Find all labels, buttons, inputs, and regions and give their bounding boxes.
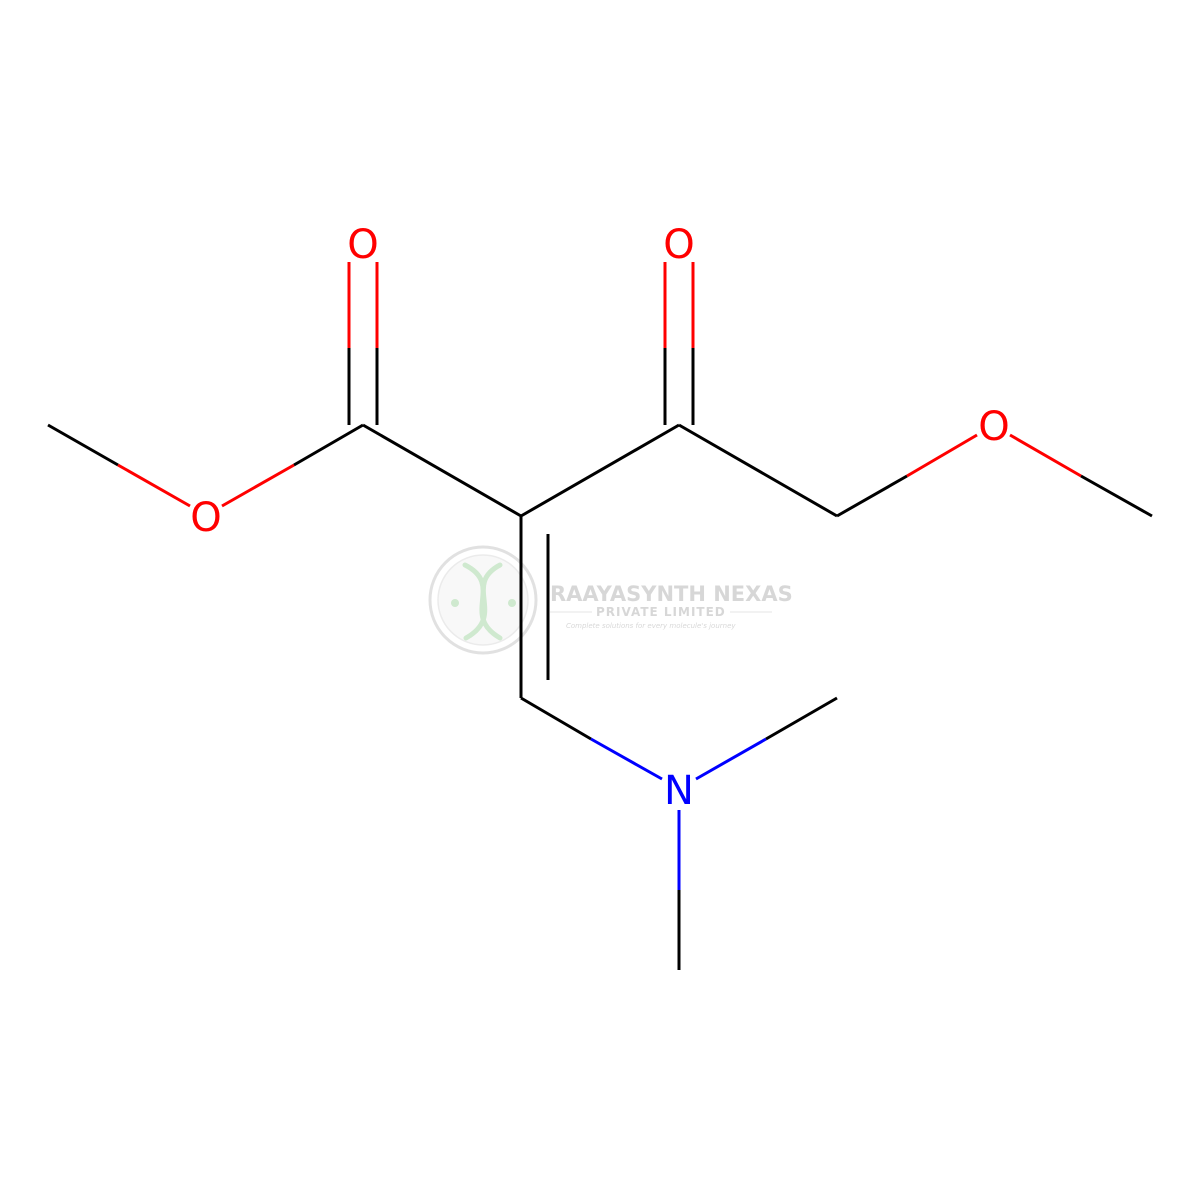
bond-central-ketone-carbon: [520, 423, 680, 518]
bond-nitrogen-methyl-upper: [695, 737, 767, 781]
bond-alkene-nitrogen: [520, 696, 592, 741]
atom-labels: O O O O N: [190, 222, 1009, 814]
bond-alkene-nitrogen: [590, 737, 663, 781]
watermark-logo-helix-icon: [462, 562, 503, 641]
atom-label-ester-carbonyl-oxygen: O: [347, 222, 378, 268]
bond-methylene-methoxy-oxygen: [906, 433, 978, 478]
watermark-logo-dot-icon: [508, 599, 516, 607]
watermark-tagline: Complete solutions for every molecule's …: [566, 622, 736, 630]
watermark-subtitle: PRIVATE LIMITED: [596, 605, 726, 619]
atom-label-ester-ether-oxygen: O: [190, 495, 221, 541]
bond-ester-oxygen-carbon: [221, 463, 295, 508]
bond-methylene-methoxy-oxygen: [836, 474, 908, 518]
bond-methyl-ester-oxygen: [117, 463, 191, 508]
bond-ketone-methylene: [678, 423, 838, 518]
bond-ester-oxygen-carbon: [293, 423, 364, 467]
bond-ester-carbon-central: [362, 423, 522, 518]
watermark-logo-dot-icon: [451, 599, 459, 607]
atom-label-methoxy-oxygen: O: [978, 404, 1009, 450]
bond-methoxy-oxygen-methyl: [1080, 474, 1153, 518]
bond-nitrogen-methyl-upper: [765, 696, 838, 741]
bond-methoxy-oxygen-methyl: [1009, 433, 1082, 478]
atom-label-amine-nitrogen: N: [664, 768, 694, 814]
bond-methyl-ester-oxygen: [47, 423, 119, 467]
watermark-logo-ring: [428, 545, 538, 655]
watermark-company: RAAYASYNTH NEXAS: [550, 582, 793, 606]
watermark: RAAYASYNTH NEXAS PRIVATE LIMITED Complet…: [428, 545, 793, 655]
bonds: [47, 262, 1153, 970]
atom-label-ketone-oxygen: O: [663, 222, 694, 268]
